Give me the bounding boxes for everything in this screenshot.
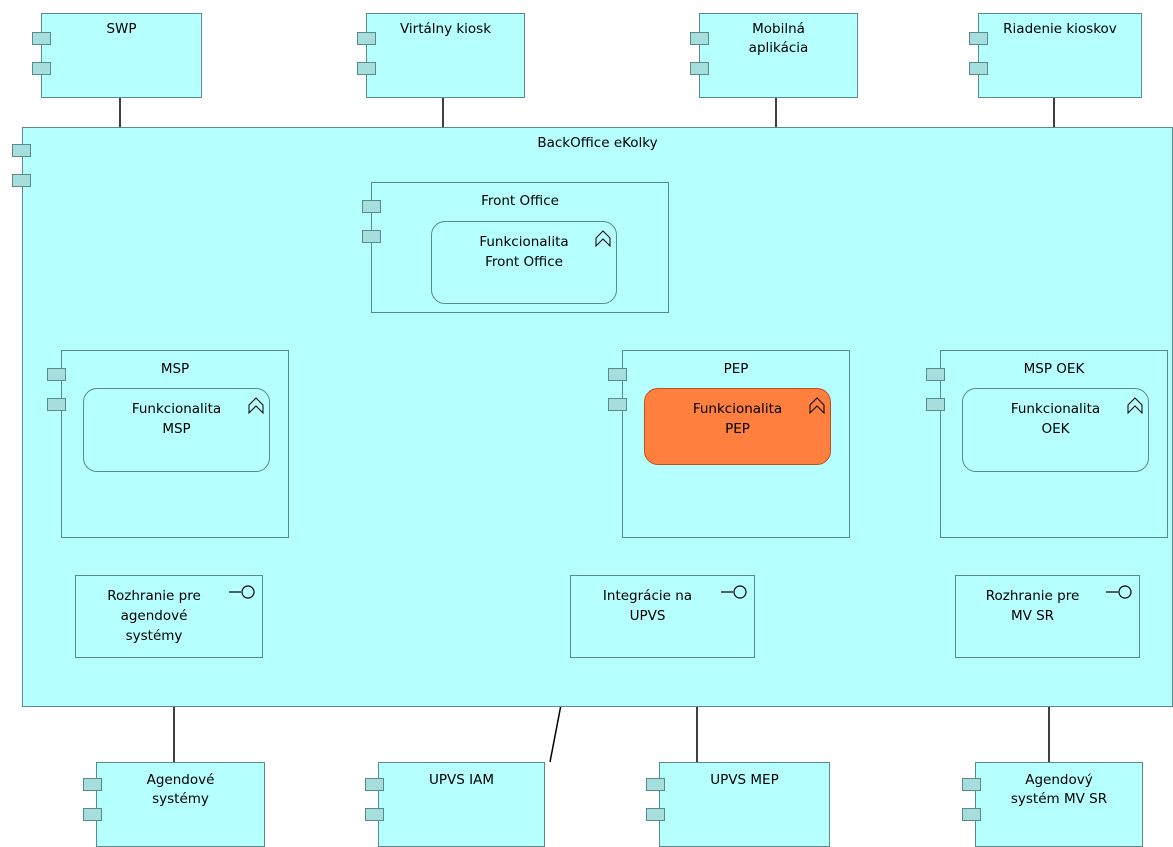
component-icon [47, 398, 66, 411]
component-title: MSP OEK [1023, 361, 1085, 377]
component-title: UPVS MEP [710, 772, 779, 788]
function-pep[interactable]: Funkcionalita PEP [644, 388, 831, 465]
function-chevron-icon [1127, 397, 1143, 414]
interface-label-line-1: Rozhranie pre [107, 588, 201, 604]
component-title-line-1: Agendový [1025, 772, 1093, 788]
component-icon [362, 200, 381, 213]
interface-lollipop-icon [721, 585, 747, 599]
component-icon [12, 144, 31, 157]
component-title-line-1: Mobilná [752, 21, 805, 37]
component-msp-oek[interactable]: MSP OEK Funkcionalita OEK [926, 350, 1168, 538]
interface-mv-sr[interactable]: Rozhranie pre MV SR [955, 575, 1140, 658]
component-icon [608, 398, 627, 411]
component-mv-sr-system[interactable]: Agendový systém MV SR [962, 762, 1143, 847]
component-icon [32, 32, 51, 45]
component-icon [47, 368, 66, 381]
backoffice-title: BackOffice eKolky [537, 135, 658, 151]
interface-label-line-3: systémy [125, 628, 183, 644]
component-icon [926, 368, 945, 381]
function-label-line-2: OEK [1041, 421, 1070, 437]
function-front-office[interactable]: Funkcionalita Front Office [431, 221, 617, 304]
component-icon [365, 778, 384, 791]
interface-label-line-1: Rozhranie pre [985, 588, 1080, 604]
interface-label-line-2: MV SR [1010, 608, 1055, 624]
component-icon [646, 778, 665, 791]
component-upvs-iam[interactable]: UPVS IAM [365, 762, 545, 847]
function-label-line-2: Front Office [485, 254, 563, 270]
interface-lollipop-icon [229, 585, 255, 599]
component-icon [83, 808, 102, 821]
component-front-office[interactable]: Front Office Funkcionalita Front Office [362, 182, 669, 313]
component-agenda-systems[interactable]: Agendové systémy [83, 762, 265, 847]
component-icon [646, 808, 665, 821]
component-icon [608, 368, 627, 381]
component-icon [365, 808, 384, 821]
interface-lollipop-icon [1106, 585, 1132, 599]
component-icon [690, 32, 709, 45]
function-label-line-1: Funkcionalita [131, 401, 222, 417]
component-upvs-mep[interactable]: UPVS MEP [646, 762, 830, 847]
function-label-line-2: MSP [162, 421, 191, 437]
component-title: PEP [723, 361, 749, 377]
component-icon [969, 32, 988, 45]
interface-agenda-systems[interactable]: Rozhranie pre agendové systémy [75, 575, 263, 658]
interface-upvs-integration[interactable]: Integrácie na UPVS [570, 575, 755, 658]
component-icon [969, 62, 988, 75]
component-kiosk-management[interactable]: Riadenie kioskov [969, 13, 1142, 98]
component-pep[interactable]: PEP Funkcionalita PEP [608, 350, 850, 538]
component-virtual-kiosk[interactable]: Virtálny kiosk [357, 13, 525, 98]
function-chevron-icon [595, 230, 611, 247]
interface-label-line-2: UPVS [629, 608, 666, 624]
component-title: SWP [106, 21, 137, 37]
function-label-line-1: Funkcionalita [692, 401, 783, 417]
component-icon [690, 62, 709, 75]
component-title-line-2: aplikácia [748, 40, 809, 56]
component-title-line-2: systémy [152, 791, 209, 807]
function-chevron-icon [809, 397, 825, 414]
interface-label-line-1: Integrácie na [602, 588, 693, 604]
component-icon [962, 808, 981, 821]
function-label-line-2: PEP [725, 421, 750, 437]
component-title: Virtálny kiosk [399, 21, 492, 37]
component-icon [32, 62, 51, 75]
component-title: UPVS IAM [429, 772, 494, 788]
component-title: Front Office [481, 193, 559, 209]
component-icon [357, 62, 376, 75]
component-icon [926, 398, 945, 411]
function-msp[interactable]: Funkcionalita MSP [83, 388, 270, 472]
component-title: Riadenie kioskov [1003, 21, 1117, 37]
component-title: MSP [160, 361, 190, 377]
interface-label-line-2: agendové [120, 608, 188, 624]
component-icon [12, 174, 31, 187]
component-swp[interactable]: SWP [32, 13, 202, 98]
function-label-line-1: Funkcionalita [479, 234, 569, 250]
component-icon [362, 230, 381, 243]
component-icon [962, 778, 981, 791]
component-title-line-2: systém MV SR [1010, 791, 1108, 807]
component-msp[interactable]: MSP Funkcionalita MSP [47, 350, 289, 538]
component-title-line-1: Agendové [146, 772, 215, 788]
function-label-line-1: Funkcionalita [1010, 401, 1101, 417]
function-chevron-icon [248, 397, 264, 414]
component-mobile-app[interactable]: Mobilná aplikácia [690, 13, 858, 98]
function-oek[interactable]: Funkcionalita OEK [962, 388, 1149, 472]
component-icon [357, 32, 376, 45]
component-icon [83, 778, 102, 791]
